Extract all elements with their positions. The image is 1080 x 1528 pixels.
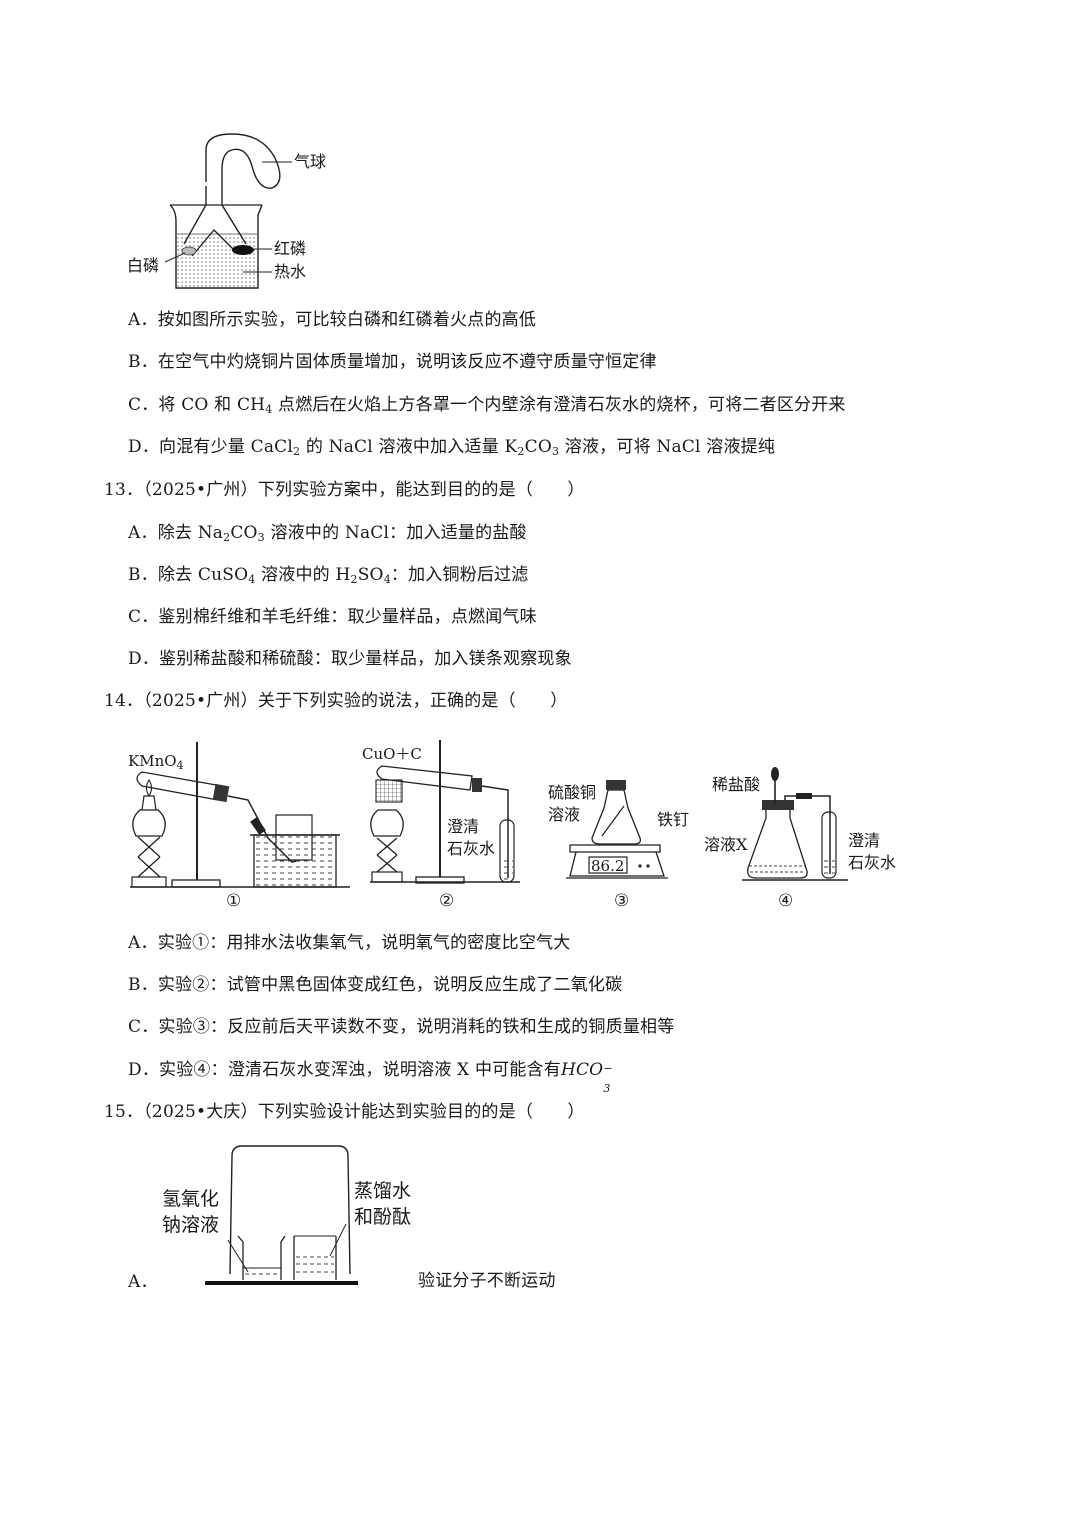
q13-option-a: A．除去 Na2CO3 溶液中的 NaCl：加入适量的盐酸 bbox=[128, 522, 527, 544]
q14-option-c: C．实验③：反应前后天平读数不变，说明消耗的铁和生成的铜质量相等 bbox=[128, 1016, 674, 1038]
exp4-solution-label: 溶液X bbox=[704, 835, 748, 854]
subscript: 4 bbox=[176, 759, 184, 772]
naoh-label-1: 氢氧化 bbox=[162, 1188, 220, 1210]
q13-option-c: C．鉴别棉纤维和羊毛纤维：取少量样品，点燃闻气味 bbox=[128, 606, 537, 628]
q12-option-a: A．按如图所示实验，可比较白磷和红磷着火点的高低 bbox=[128, 309, 536, 331]
q15-stem: 15．（2025•大庆）下列实验设计能达到实验目的的是（ ） bbox=[104, 1102, 585, 1122]
q12-option-b: B．在空气中灼烧铜片固体质量增加，说明该反应不遵守质量守恒定律 bbox=[128, 351, 657, 373]
option-text: 溶液，可将 NaCl 溶液提纯 bbox=[559, 437, 776, 457]
q12-option-d: D．向混有少量 CaCl2 的 NaCl 溶液中加入适量 K2CO3 溶液，可将… bbox=[128, 436, 775, 458]
option-text: 点燃后在火焰上方各罩一个内壁涂有澄清石灰水的烧杯，可将二者区分开来 bbox=[272, 395, 846, 415]
balance-reading: 86.2 bbox=[591, 857, 625, 875]
option-text: 溶液中的 NaCl：加入适量的盐酸 bbox=[264, 523, 527, 543]
option-letter: B． bbox=[128, 352, 158, 372]
exp3-solution-label-1: 硫酸铜 bbox=[548, 783, 597, 802]
subscript: 2 bbox=[293, 445, 301, 458]
q15-bell-jar-diagram bbox=[205, 1145, 358, 1285]
option-text: 鉴别棉纤维和羊毛纤维：取少量样品，点燃闻气味 bbox=[158, 607, 537, 627]
option-text: SO bbox=[357, 565, 384, 585]
option-text: 向混有少量 CaCl bbox=[159, 437, 294, 457]
option-letter: A． bbox=[128, 523, 158, 543]
option-text: 按如图所示实验，可比较白磷和红磷着火点的高低 bbox=[157, 310, 537, 330]
exp2-diagram bbox=[370, 740, 520, 884]
water-phenolphthalein-label-2: 和酚酞 bbox=[354, 1206, 412, 1228]
option-text: CO bbox=[524, 437, 552, 457]
option-text: 在空气中灼烧铜片固体质量增加，说明该反应不遵守质量守恒定律 bbox=[157, 352, 657, 372]
option-text: 除去 CuSO bbox=[157, 565, 249, 585]
q14-option-d: D．实验④：澄清石灰水变浑浊，说明溶液 X 中可能含有HCO−3 bbox=[128, 1059, 613, 1094]
subscript: 4 bbox=[265, 403, 273, 416]
exp4-diagram bbox=[742, 767, 848, 881]
subscript: 2 bbox=[517, 445, 525, 458]
exp1-diagram bbox=[130, 742, 350, 888]
option-text: ：加入铜粉后过滤 bbox=[390, 565, 529, 585]
exp3-solution-label-2: 溶液 bbox=[548, 805, 581, 824]
option-text: 将 CO 和 CH bbox=[158, 395, 266, 415]
subscript: 4 bbox=[383, 573, 391, 586]
option-text: 溶液中的 H bbox=[255, 565, 351, 585]
subscript: 4 bbox=[248, 573, 256, 586]
label-balloon: 气球 bbox=[294, 152, 327, 171]
formula-text: HCO bbox=[560, 1060, 604, 1080]
q14-option-a: A．实验①：用排水法收集氧气，说明氧气的密度比空气大 bbox=[128, 932, 571, 954]
q15-option-a-caption: 验证分子不断运动 bbox=[418, 1271, 556, 1291]
water-phenolphthalein-label-1: 蒸馏水 bbox=[354, 1180, 412, 1202]
option-letter: D． bbox=[128, 437, 160, 457]
option-letter: D． bbox=[128, 1060, 160, 1080]
subscript: 3 bbox=[257, 531, 265, 544]
exp2-limewater-label-1: 澄清 bbox=[447, 817, 480, 836]
option-letter: C． bbox=[128, 1017, 159, 1037]
option-text: 实验②：试管中黑色固体变成红色，说明反应生成了二氧化碳 bbox=[157, 975, 623, 995]
exp2-reagent-label: CuO＋C bbox=[362, 745, 422, 763]
exp3-diagram bbox=[566, 780, 668, 879]
option-letter: C． bbox=[128, 607, 159, 627]
q15-option-a-letter: A． bbox=[128, 1272, 158, 1292]
option-text: 实验④：澄清石灰水变浑浊，说明溶液 X 中可能含有 bbox=[159, 1060, 561, 1080]
label-white-phosphorus: 白磷 bbox=[127, 256, 160, 275]
q13-option-d: D．鉴别稀盐酸和稀硫酸：取少量样品，加入镁条观察现象 bbox=[128, 648, 572, 670]
reagent-text: KMnO bbox=[128, 752, 177, 770]
exp2-number: ② bbox=[439, 891, 455, 911]
exp4-limewater-label-1: 澄清 bbox=[848, 831, 881, 850]
q13-option-b: B．除去 CuSO4 溶液中的 H2SO4：加入铜粉后过滤 bbox=[128, 564, 529, 586]
option-letter: A． bbox=[128, 310, 158, 330]
q14-option-b: B．实验②：试管中黑色固体变成红色，说明反应生成了二氧化碳 bbox=[128, 974, 622, 996]
q12-option-c: C．将 CO 和 CH4 点燃后在火焰上方各罩一个内壁涂有澄清石灰水的烧杯，可将… bbox=[128, 394, 846, 416]
subscript: 3 bbox=[551, 445, 560, 458]
q13-stem: 13．（2025•广州）下列实验方案中，能达到目的的是（ ） bbox=[104, 480, 585, 500]
exp3-number: ③ bbox=[614, 891, 630, 911]
exp4-acid-label: 稀盐酸 bbox=[712, 775, 761, 794]
option-text: CO bbox=[230, 523, 258, 543]
label-hot-water: 热水 bbox=[274, 262, 307, 281]
q14-stem: 14．（2025•广州）关于下列实验的说法，正确的是（ ） bbox=[104, 691, 568, 711]
option-letter: D． bbox=[128, 649, 160, 669]
option-letter: B． bbox=[128, 565, 158, 585]
subscript: 2 bbox=[223, 531, 231, 544]
label-red-phosphorus: 红磷 bbox=[274, 239, 307, 258]
option-letter: A． bbox=[128, 933, 158, 953]
exp4-number: ④ bbox=[778, 891, 794, 911]
exp4-limewater-label-2: 石灰水 bbox=[848, 853, 897, 872]
option-letter: B． bbox=[128, 975, 158, 995]
option-text: 的 NaCl 溶液中加入适量 K bbox=[300, 437, 518, 457]
option-text: 实验①：用排水法收集氧气，说明氧气的密度比空气大 bbox=[157, 933, 571, 953]
option-letter: C． bbox=[128, 395, 159, 415]
subscript: 2 bbox=[350, 573, 358, 586]
naoh-label-2: 钠溶液 bbox=[162, 1214, 220, 1236]
exp2-limewater-label-2: 石灰水 bbox=[447, 839, 496, 858]
exp1-reagent-label: KMnO4 bbox=[128, 752, 184, 772]
exp1-number: ① bbox=[226, 891, 242, 911]
option-text: 除去 Na bbox=[157, 523, 224, 543]
beaker-balloon-diagram bbox=[164, 133, 292, 289]
option-text: 鉴别稀盐酸和稀硫酸：取少量样品，加入镁条观察现象 bbox=[159, 649, 572, 669]
option-text: 实验③：反应前后天平读数不变，说明消耗的铁和生成的铜质量相等 bbox=[158, 1017, 675, 1037]
q14-apparatus-diagrams bbox=[130, 740, 848, 888]
exp3-nail-label: 铁钉 bbox=[657, 810, 690, 829]
